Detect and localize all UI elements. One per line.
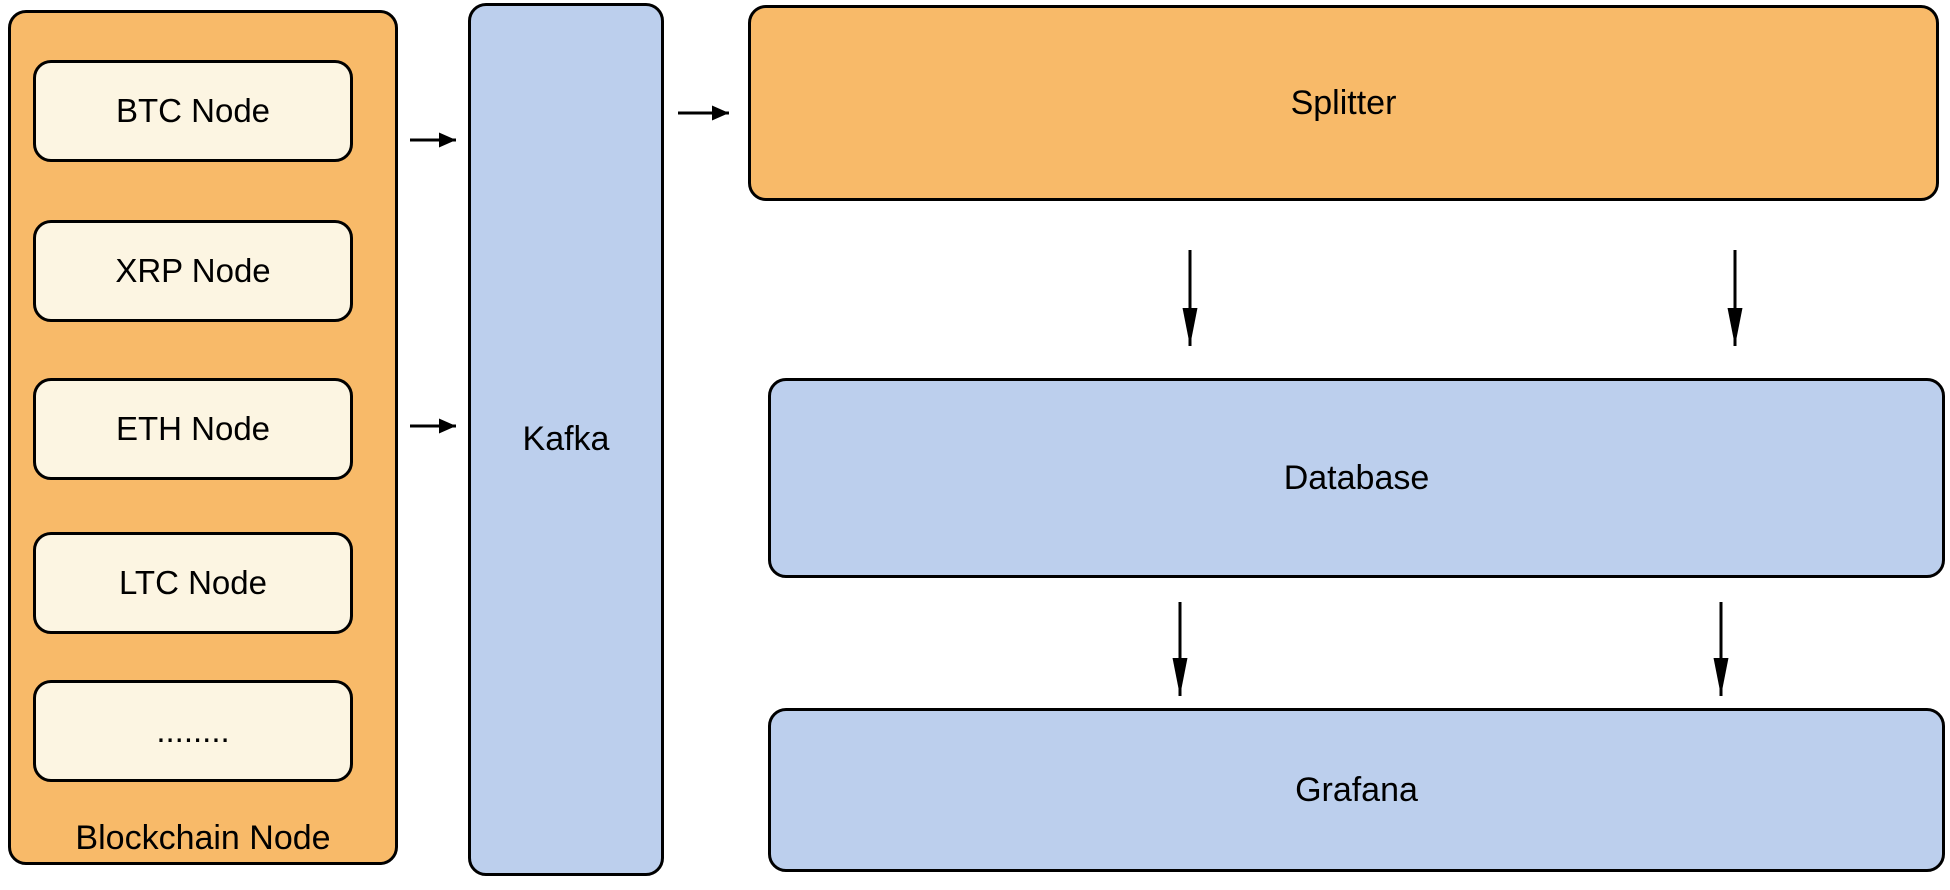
node-database-label: Database [1283, 458, 1430, 497]
node-ellipsis-label: ........ [156, 712, 230, 750]
node-grafana: Grafana [768, 708, 1945, 872]
node-kafka: Kafka [468, 3, 664, 876]
node-xrp: XRP Node [33, 220, 353, 322]
node-xrp-label: XRP Node [115, 252, 271, 290]
node-splitter: Splitter [748, 5, 1939, 201]
node-btc: BTC Node [33, 60, 353, 162]
node-ltc: LTC Node [33, 532, 353, 634]
node-kafka-label: Kafka [522, 420, 610, 459]
node-eth: ETH Node [33, 378, 353, 480]
group-blockchain-node: BTC Node XRP Node ETH Node LTC Node ....… [8, 10, 398, 865]
node-database: Database [768, 378, 1945, 578]
node-btc-label: BTC Node [115, 92, 271, 130]
node-eth-label: ETH Node [115, 410, 271, 448]
node-grafana-label: Grafana [1295, 770, 1418, 809]
node-ltc-label: LTC Node [119, 564, 267, 602]
node-ellipsis: ........ [33, 680, 353, 782]
node-splitter-label: Splitter [1290, 83, 1397, 122]
group-blockchain-node-label: Blockchain Node [75, 819, 331, 857]
